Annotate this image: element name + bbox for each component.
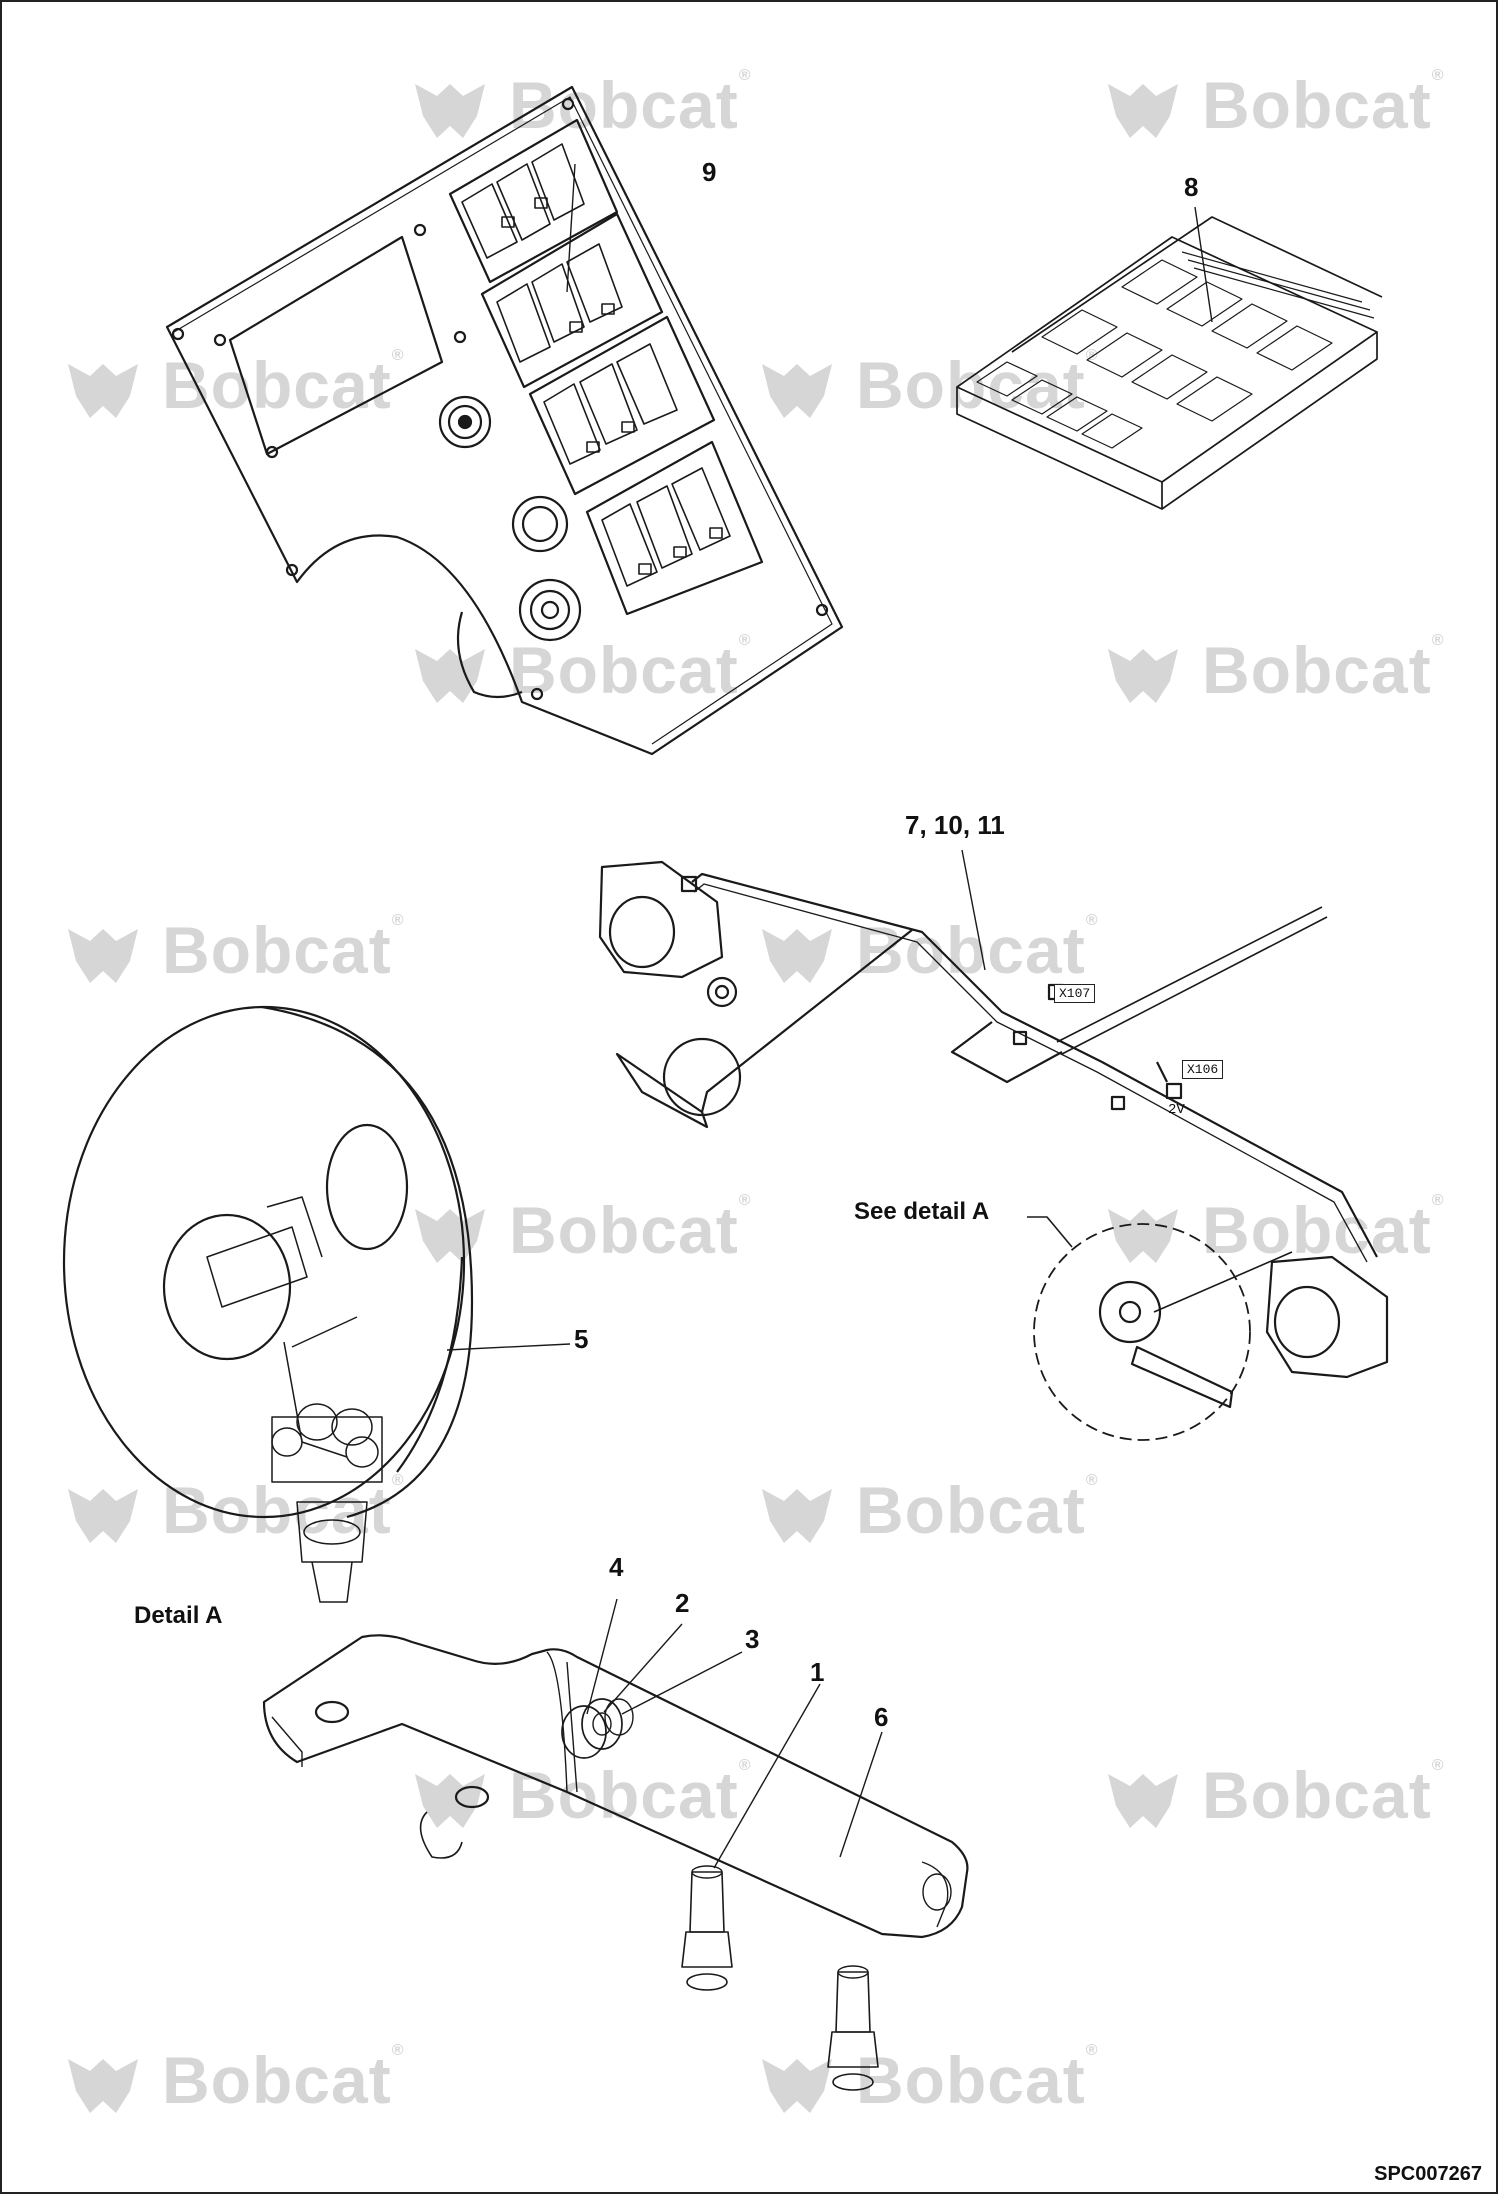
callout-item-3: 3 <box>745 1624 760 1654</box>
switch-panel <box>165 85 844 756</box>
wiring-harness <box>598 860 1389 1379</box>
fuse-relay-block <box>956 216 1383 510</box>
detail-a-circle <box>1033 1223 1251 1441</box>
mounting-bracket <box>262 1634 969 2091</box>
leader-line <box>446 1343 571 1351</box>
voltage-label: 2V <box>1168 1102 1185 1118</box>
callout-item-5: 5 <box>574 1324 589 1354</box>
callout-item-1: 1 <box>810 1657 825 1687</box>
reference-code: SPC007267 <box>1374 2163 1482 2185</box>
leader-line <box>1027 1216 1073 1248</box>
see-detail-label: See detail A <box>854 1198 990 1225</box>
callout-item-4: 4 <box>609 1552 624 1582</box>
horn-assembly <box>62 1005 474 1603</box>
callout-items-7-10-11: 7, 10, 11 <box>905 810 1005 840</box>
callout-item-2: 2 <box>675 1588 690 1618</box>
connector-tag-x107: X107 <box>1054 984 1096 1003</box>
detail-horn-bracket <box>1098 1251 1293 1409</box>
callout-item-6: 6 <box>874 1702 889 1732</box>
leader-line <box>961 849 986 971</box>
detail-title: Detail A <box>134 1602 223 1629</box>
leader-lines <box>566 163 1213 1869</box>
connector-tag-x106: X106 <box>1182 1060 1224 1079</box>
callout-item-9: 9 <box>702 157 717 187</box>
callout-item-8: 8 <box>1184 172 1199 202</box>
